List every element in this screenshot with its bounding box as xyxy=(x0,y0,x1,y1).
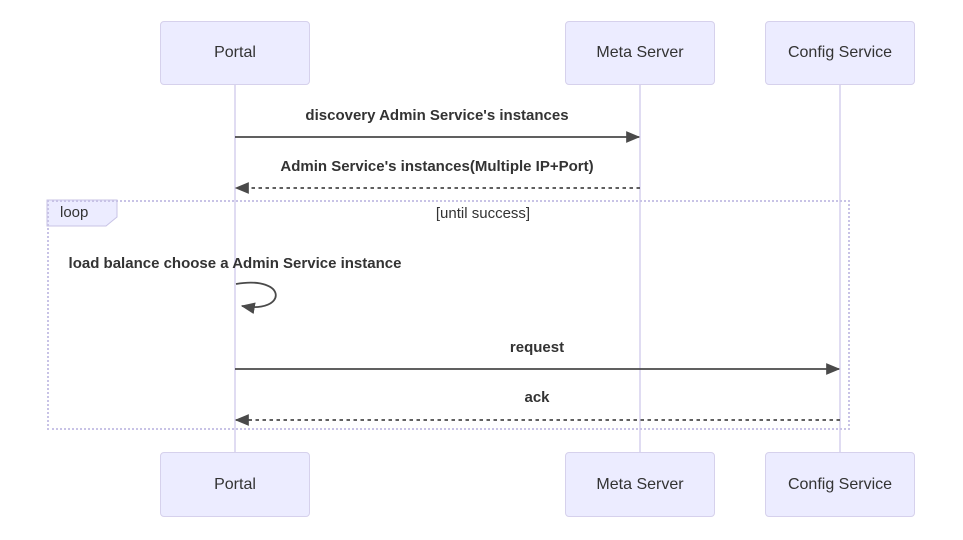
actor-portal-bottom: Portal xyxy=(160,452,310,517)
self-loop-arrow xyxy=(235,281,277,314)
message-ack: ack xyxy=(524,389,550,406)
loop-condition: [until success] xyxy=(435,205,531,222)
actor-config-service-top: Config Service xyxy=(765,21,915,85)
loop-frame xyxy=(47,200,850,430)
message-discovery-instances: discovery Admin Service's instances xyxy=(305,107,569,124)
actor-portal-top: Portal xyxy=(160,21,310,85)
message-load-balance: load balance choose a Admin Service inst… xyxy=(68,255,402,272)
actor-meta-server-bottom: Meta Server xyxy=(565,452,715,517)
actor-meta-server-top: Meta Server xyxy=(565,21,715,85)
message-instances-reply: Admin Service's instances(Multiple IP+Po… xyxy=(280,158,594,175)
message-request: request xyxy=(509,339,565,356)
loop-label: loop xyxy=(60,204,89,221)
actor-config-service-bottom: Config Service xyxy=(765,452,915,517)
